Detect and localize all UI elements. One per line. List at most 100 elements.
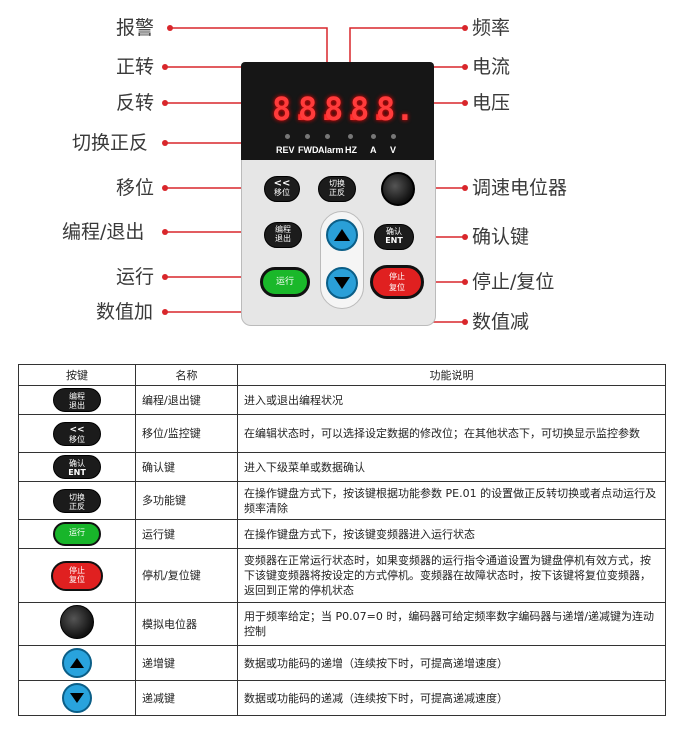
increment-button[interactable] [326,219,358,251]
stop-reset-button[interactable]: 停止 复位 [370,265,424,299]
stop-button-top: 停止 [389,272,405,281]
label-dec: 数值减 [472,311,530,333]
label-run: 运行 [116,266,155,288]
stop-button-bottom: 复位 [389,283,405,292]
key-description: 进入下级菜单或数据确认 [237,452,666,482]
icon-bottom-text: 正反 [69,501,85,511]
key-name: 多功能键 [135,481,238,520]
indicator-hz: HZ [345,145,357,155]
key-description: 数据或功能码的递增（连续按下时，可提高递增速度） [237,645,666,681]
label-frequency: 频率 [472,17,511,39]
switch-button-top: 切换 [329,179,345,188]
key-name: 停机/复位键 [135,548,238,603]
shift-button[interactable]: << 移位 [264,176,300,202]
header-key: 按键 [18,364,136,386]
icon-top-text: 编程 [69,392,85,401]
table-row: 编程退出 编程/退出键 进入或退出编程状况 [18,385,666,415]
table-header-row: 按键 名称 功能说明 [18,364,666,386]
key-name: 递减键 [135,680,238,716]
label-switch-fr: 切换正反 [72,132,149,154]
confirm-button-bottom: ENT [385,236,403,245]
led-digit: 8. [350,90,389,128]
key-name: 模拟电位器 [135,602,238,646]
table-row: 递减键 数据或功能码的递减（连续按下时，可提高递减速度） [18,680,666,716]
decrement-button[interactable] [326,267,358,299]
table-row: 停止复位 停机/复位键 变频器在正常运行状态时，如果变频器的运行指令通道设置为键… [18,548,666,603]
prog-exit-key-icon: 编程退出 [53,388,101,412]
shift-button-label: 移位 [274,188,290,197]
display-panel [241,62,434,172]
table-row: 递增键 数据或功能码的递增（连续按下时，可提高递增速度） [18,645,666,681]
key-name: 移位/监控键 [135,414,238,453]
label-alarm: 报警 [116,17,155,39]
label-voltage: 电压 [472,92,511,114]
switch-fr-button[interactable]: 切换 正反 [318,176,356,202]
prog-button-top: 编程 [275,225,291,234]
confirm-button[interactable]: 确认 ENT [374,224,414,250]
label-shift: 移位 [116,177,155,199]
led-fwd [305,134,310,139]
run-button-label: 运行 [275,277,294,287]
label-reverse: 反转 [116,92,155,114]
icon-text: 运行 [69,528,85,537]
led-digit: 8. [272,90,311,128]
led-digit: 8. [298,90,337,128]
icon-bottom-text: 移位 [69,434,85,444]
label-inc: 数值加 [96,301,154,323]
label-confirm: 确认键 [472,226,530,248]
label-forward: 正转 [116,56,155,78]
indicator-rev: REV [276,145,295,155]
knob-icon [60,605,94,639]
label-pot: 调速电位器 [472,177,568,199]
indicator-v: V [390,145,397,155]
table-row: 切换正反 多功能键 在操作键盘方式下，按该键根据功能参数 PE.01 的设置做正… [18,481,666,520]
up-arrow-icon [334,229,350,241]
key-description: 数据或功能码的递减（连续按下时，可提高递减速度） [237,680,666,716]
header-name: 名称 [135,364,238,386]
indicator-alarm: Alarm [318,145,344,155]
shift-chevron-icon: << [273,178,291,189]
key-description: 在操作键盘方式下，按该键根据功能参数 PE.01 的设置做正反转切换或者点动运行… [237,481,666,520]
run-button[interactable]: 运行 [260,267,310,297]
icon-bottom-text: 退出 [69,401,85,410]
led-v [391,134,396,139]
led-rev [285,134,290,139]
arrow-key-group [320,211,364,309]
icon-top-text: 确认 [69,459,85,468]
led-alarm [325,134,330,139]
key-description: 进入或退出编程状况 [237,385,666,415]
icon-bottom-text: 复位 [69,574,85,584]
led-hz [348,134,353,139]
led-digit: 8. [376,90,415,128]
icon-top-text: 停止 [69,565,85,575]
stop-key-icon: 停止复位 [51,560,103,591]
header-description: 功能说明 [237,364,666,386]
multi-function-key-icon: 切换正反 [53,488,101,513]
icon-top-text: 切换 [69,492,85,502]
up-triangle [70,658,84,668]
icon-bottom-text: ENT [68,468,86,477]
up-arrow-icon [62,648,92,678]
key-description: 在编辑状态时，可以选择设定数据的修改位；在其他状态下，可切换显示监控参数 [237,414,666,453]
icon-top-text: << [69,424,85,435]
prog-button-bottom: 退出 [275,234,291,243]
down-arrow-icon [334,277,350,289]
confirm-button-top: 确认 [386,227,402,236]
key-name: 编程/退出键 [135,385,238,415]
key-name: 递增键 [135,645,238,681]
led-a [371,134,376,139]
key-description: 变频器在正常运行状态时，如果变频器的运行指令通道设置为键盘停机有效方式，按下该键… [237,548,666,603]
label-stop-reset: 停止/复位 [472,271,555,293]
key-function-table: 按键 名称 功能说明 编程退出 编程/退出键 进入或退出编程状况 <<移位 移位… [18,364,666,716]
label-current: 电流 [472,56,511,78]
led-display: 8. 8. 8. 8. 8. [272,90,415,132]
key-name: 确认键 [135,452,238,482]
table-row: 运行 运行键 在操作键盘方式下，按该键变频器进入运行状态 [18,519,666,549]
prog-exit-button[interactable]: 编程 退出 [264,222,302,248]
label-prog-exit: 编程/退出 [62,221,145,243]
down-arrow-icon [62,683,92,713]
indicator-a: A [370,145,377,155]
speed-potentiometer[interactable] [381,172,415,206]
